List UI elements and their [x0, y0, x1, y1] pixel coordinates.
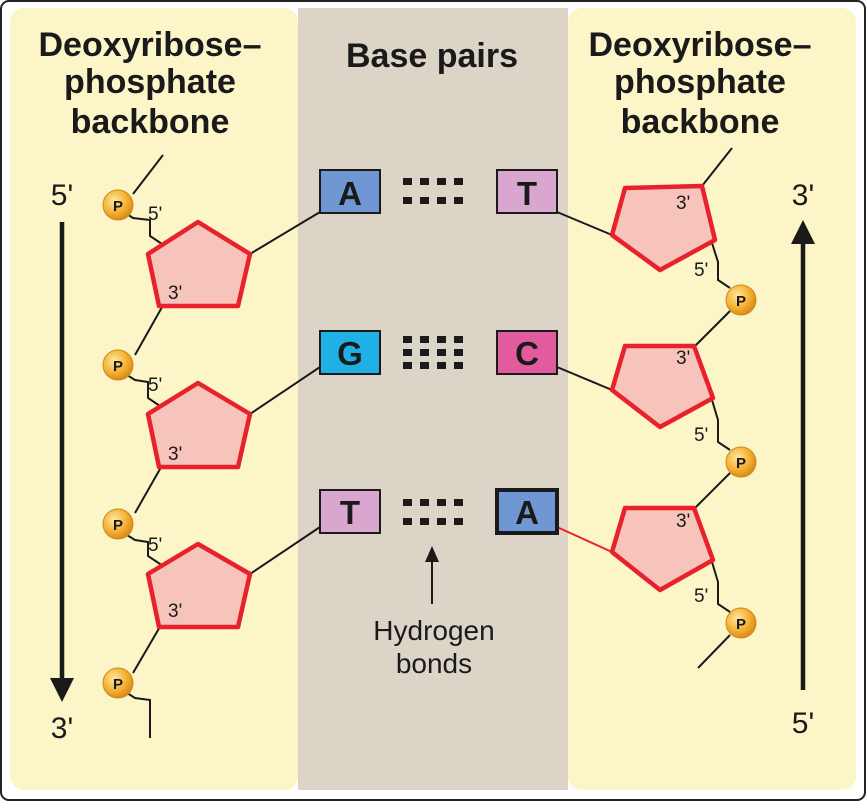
right-sugar-2 [609, 343, 716, 430]
base-pairs-panel [298, 8, 568, 790]
base-pair-1-left-letter: A [338, 175, 362, 212]
base-pair-3-left-base [319, 489, 381, 534]
left-sugar-2-three-prime-label: 3' [168, 444, 182, 465]
left-phosphate-4: P [102, 667, 134, 699]
base-pair-2-right-base [496, 330, 558, 375]
base-pair-2-hydrogen-bonds [403, 336, 463, 369]
base-pair-1-left-base [319, 169, 381, 214]
left-sugar-3 [145, 541, 253, 630]
left-sugar-1-three-prime-label: 3' [168, 283, 182, 304]
base-pair-1-right-base [496, 169, 558, 214]
base-pair-2: G C [319, 330, 558, 375]
hydrogen-bonds-label-line-1: Hydrogen [373, 615, 494, 646]
left-phosphate-3: P [102, 508, 134, 540]
right-phosphate-3: P [725, 607, 757, 639]
base-pair-3-right-base [495, 488, 559, 535]
sugar-base-line-red [556, 526, 613, 553]
phosphate-label: P [113, 198, 123, 215]
phosphate-label: P [736, 293, 746, 310]
base-pair-1: A T [319, 169, 558, 214]
right-strand-top-end-label: 3' [792, 179, 814, 212]
left-sugar-2-five-prime-label: 5' [148, 375, 162, 396]
hydrogen-bonds-label-line-2: bonds [396, 648, 472, 679]
phosphate-label: P [113, 517, 123, 534]
left-sugar-3-three-prime-label: 3' [168, 601, 182, 622]
left-phosphate-1: P [102, 189, 134, 221]
left-sugar-3-five-prime-label: 5' [148, 535, 162, 556]
hydrogen-bonds-pointer-arrow [425, 546, 439, 604]
center-heading: Base pairs [346, 37, 518, 75]
left-sugar-1-five-prime-label: 5' [148, 204, 162, 225]
right-sugar-1-five-prime-label: 5' [694, 260, 708, 281]
phosphate-label: P [113, 358, 123, 375]
left-sugar-1 [145, 219, 253, 309]
base-pair-3: T A [319, 488, 559, 535]
base-pair-1-right-letter: T [517, 175, 537, 212]
left-strand-top-end-label: 5' [51, 179, 73, 212]
right-strand-direction-arrow [791, 220, 815, 690]
phosphate-label: P [113, 676, 123, 693]
left-strand-direction-arrow [50, 222, 74, 702]
right-backbone-lines [693, 147, 733, 669]
base-pair-3-right-letter: A [515, 494, 539, 531]
right-sugar-3-three-prime-label: 3' [676, 511, 690, 532]
left-heading-line-2: phosphate [64, 63, 236, 101]
phosphate-label: P [736, 616, 746, 633]
right-sugar-3-five-prime-label: 5' [694, 586, 708, 607]
right-sugar-1-three-prime-label: 3' [676, 193, 690, 214]
left-strand-bottom-end-label: 3' [51, 712, 73, 745]
right-sugar-2-three-prime-label: 3' [676, 348, 690, 369]
base-pair-2-left-letter: G [337, 335, 363, 372]
right-strand-bottom-end-label: 5' [792, 707, 814, 740]
base-pair-1-hydrogen-bonds [403, 178, 463, 204]
base-pair-3-left-letter: T [340, 494, 360, 531]
left-heading-line-1: Deoxyribose– [39, 26, 262, 64]
right-sugar-2-five-prime-label: 5' [694, 425, 708, 446]
right-heading-line-1: Deoxyribose– [589, 26, 812, 64]
right-phosphate-2: P [725, 446, 757, 478]
right-sugar-3 [609, 505, 716, 593]
base-pair-3-hydrogen-bonds [403, 499, 463, 525]
left-phosphate-2: P [102, 349, 134, 381]
right-phosphate-1: P [725, 284, 757, 316]
phosphate-label: P [736, 455, 746, 472]
right-heading-line-3: backbone [621, 103, 780, 141]
base-pair-2-left-base [319, 330, 381, 375]
base-pair-2-right-letter: C [515, 335, 539, 372]
left-sugar-2 [145, 380, 253, 470]
left-heading-line-3: backbone [71, 103, 230, 141]
right-heading-line-2: phosphate [614, 63, 786, 101]
sugar-base-lines [249, 211, 613, 575]
right-sugar-1 [609, 183, 718, 273]
